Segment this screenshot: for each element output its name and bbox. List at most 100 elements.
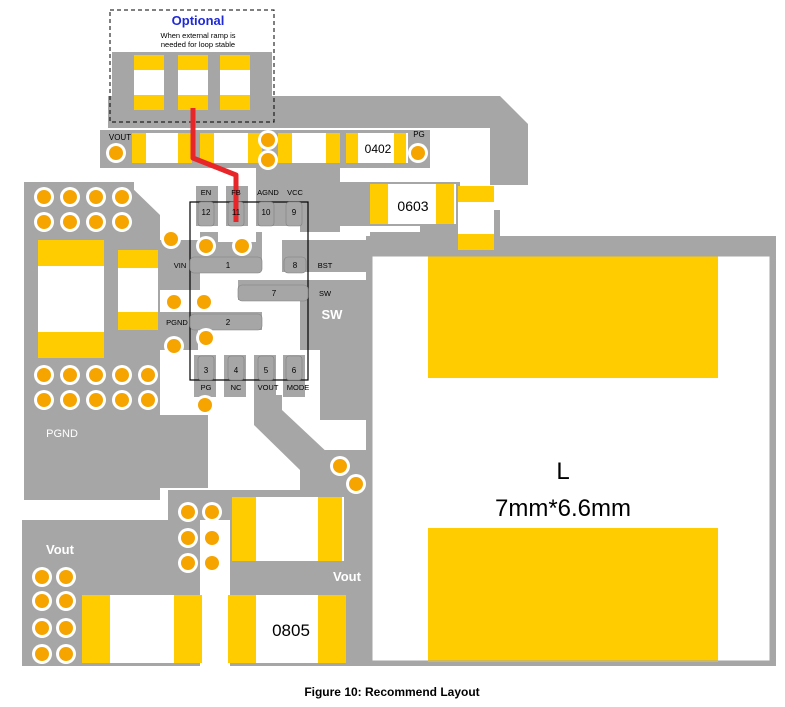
- via-center: [59, 594, 73, 608]
- via-center: [37, 368, 51, 382]
- via-center: [59, 647, 73, 661]
- optional-title: Optional: [172, 13, 225, 28]
- via-center: [115, 190, 129, 204]
- via-center: [109, 146, 123, 160]
- pin-label-vout: VOUT: [258, 383, 279, 392]
- pin-number-5: 5: [264, 366, 269, 375]
- via-center: [37, 393, 51, 407]
- via-center: [115, 393, 129, 407]
- pin-label-pgnd: PGND: [166, 318, 188, 327]
- inductor-size: 7mm*6.6mm: [495, 495, 631, 522]
- net-label-sw: SW: [322, 307, 344, 322]
- pin-number-12: 12: [202, 208, 211, 217]
- pin-number-3: 3: [204, 366, 209, 375]
- label-0603: 0603: [397, 198, 428, 214]
- via-center: [199, 239, 213, 253]
- text-labels: Optional When external ramp is needed fo…: [46, 13, 631, 699]
- net-label-pgnd: PGND: [46, 428, 78, 440]
- ic-pin-9: [285, 201, 303, 227]
- net-label-vout-left: Vout: [46, 542, 75, 557]
- via-center: [89, 215, 103, 229]
- via-center: [89, 368, 103, 382]
- via-center: [63, 215, 77, 229]
- pin-label-fb: FB: [231, 188, 241, 197]
- cap-bst-vertical: [458, 186, 494, 250]
- ic-pin-3: [197, 355, 215, 381]
- ic-pin-8: [283, 256, 307, 274]
- via-center: [235, 239, 249, 253]
- ic-package: [189, 201, 309, 381]
- optional-note-line2: needed for loop stable: [161, 40, 235, 49]
- via-center: [199, 331, 213, 345]
- via-center: [181, 556, 195, 570]
- label-vout-top: VOUT: [109, 133, 131, 142]
- ic-pin-1: [189, 256, 263, 274]
- inductor-pad-top: [428, 256, 718, 378]
- ic-pin-2: [189, 313, 263, 331]
- cap-0402: [346, 133, 408, 163]
- figure-caption: Figure 10: Recommend Layout: [304, 685, 479, 699]
- pin-number-6: 6: [292, 366, 297, 375]
- net-label-vout-mid: Vout: [333, 569, 362, 584]
- copper-agnd-area: [256, 160, 340, 232]
- pin-label-pg: PG: [201, 383, 212, 392]
- via-center: [167, 339, 181, 353]
- pin-number-8: 8: [293, 261, 298, 270]
- vias-group: [32, 130, 428, 664]
- optional-cap-2: [178, 55, 208, 110]
- ic-pin-4: [227, 355, 245, 381]
- ic-pin-6: [285, 355, 303, 381]
- pin-number-11: 11: [232, 208, 241, 217]
- pin-number-1: 1: [226, 261, 231, 270]
- pin-label-nc: NC: [231, 383, 242, 392]
- pin-label-mode: MODE: [287, 383, 310, 392]
- pin-number-2: 2: [226, 318, 231, 327]
- label-0805: 0805: [272, 621, 310, 640]
- cap-0603: [370, 184, 456, 224]
- via-center: [205, 505, 219, 519]
- ic-pin-12: [197, 201, 215, 227]
- pin-number-7: 7: [272, 289, 277, 298]
- via-center: [115, 368, 129, 382]
- pin-label-en: EN: [201, 188, 211, 197]
- gap-ic-center: [218, 232, 256, 242]
- via-center: [37, 215, 51, 229]
- cap-vin-large: [38, 240, 104, 358]
- pin-number-9: 9: [292, 208, 297, 217]
- via-center: [181, 531, 195, 545]
- components: [38, 55, 771, 663]
- via-center: [63, 393, 77, 407]
- ic-pin-10: [257, 201, 275, 227]
- copper-top-strip: [108, 96, 528, 185]
- gap-left-bottom: [24, 500, 160, 518]
- via-center: [37, 190, 51, 204]
- via-center: [197, 295, 211, 309]
- optional-cap-3: [220, 55, 250, 110]
- via-center: [198, 398, 212, 412]
- row-cap-2: [200, 133, 262, 163]
- via-center: [59, 621, 73, 635]
- via-center: [35, 621, 49, 635]
- via-center: [63, 368, 77, 382]
- via-center: [167, 295, 181, 309]
- cap-vout-mid-top: [232, 497, 344, 561]
- via-center: [164, 232, 178, 246]
- label-0402: 0402: [365, 142, 392, 156]
- cap-vin-small: [118, 250, 158, 330]
- ic-pin-5: [257, 355, 275, 381]
- fb-feedback-trace: [190, 108, 239, 222]
- copper-sw: [238, 280, 370, 420]
- gap-sw-left: [208, 398, 253, 488]
- row-cap-3: [278, 133, 340, 163]
- pin-label-vin: VIN: [174, 261, 187, 270]
- via-center: [35, 647, 49, 661]
- via-center: [333, 459, 347, 473]
- via-center: [349, 477, 363, 491]
- pin-number-4: 4: [234, 366, 239, 375]
- ic-pin-7: [237, 284, 309, 302]
- pin-number-10: 10: [262, 208, 271, 217]
- optional-note-line1: When external ramp is: [160, 31, 235, 40]
- via-center: [261, 153, 275, 167]
- optional-cap-1: [134, 55, 164, 110]
- inductor-outline: [371, 255, 771, 662]
